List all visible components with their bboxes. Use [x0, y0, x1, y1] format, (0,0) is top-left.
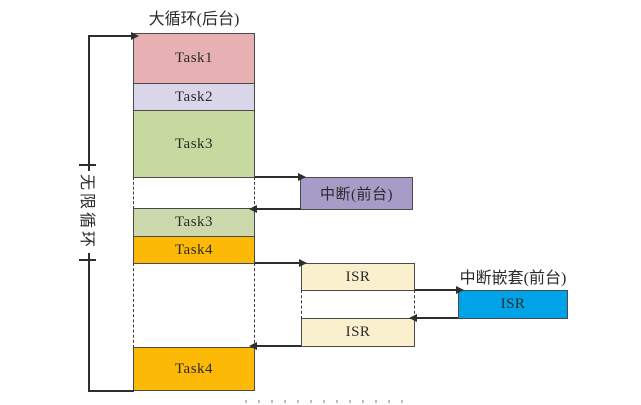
arrow-isr-return-to-task4 — [249, 342, 301, 349]
arrow-nested-isr-return — [409, 314, 458, 321]
loop-label-top-tick — [79, 164, 96, 166]
loop-restart-arrow — [88, 32, 139, 39]
column-suspended-gap-2 — [133, 263, 255, 348]
arrow-interrupt-return — [249, 205, 301, 212]
task4-box: Task4 — [133, 236, 255, 264]
task4-resumed-box: Task4 — [133, 347, 255, 391]
infinite-loop-label: 无限循环 — [77, 170, 101, 254]
task3-box: Task3 — [133, 110, 255, 178]
interrupt-foreground-box: 中断(前台) — [300, 177, 413, 210]
task1-box: Task1 — [133, 33, 255, 84]
loop-bottom-line — [88, 390, 134, 392]
nested-interrupt-title: 中断嵌套(前台) — [459, 270, 567, 287]
background-loop-title: 大循环(后台) — [148, 11, 240, 28]
loop-label-bottom-tick — [79, 259, 96, 261]
task3-resumed-box: Task3 — [133, 208, 255, 237]
arrow-task3-to-interrupt — [255, 173, 306, 180]
isr-suspended-gap — [301, 290, 415, 319]
isr-box-first: ISR — [301, 263, 415, 291]
isr-box-second: ISR — [301, 318, 415, 347]
cutoff-caption-fragment — [245, 400, 413, 403]
arrow-task4-to-isr — [255, 259, 307, 266]
arrow-isr-to-nested-isr — [415, 286, 464, 293]
column-suspended-gap-1 — [133, 177, 255, 209]
task2-box: Task2 — [133, 83, 255, 111]
nested-isr-box: ISR — [458, 290, 568, 319]
